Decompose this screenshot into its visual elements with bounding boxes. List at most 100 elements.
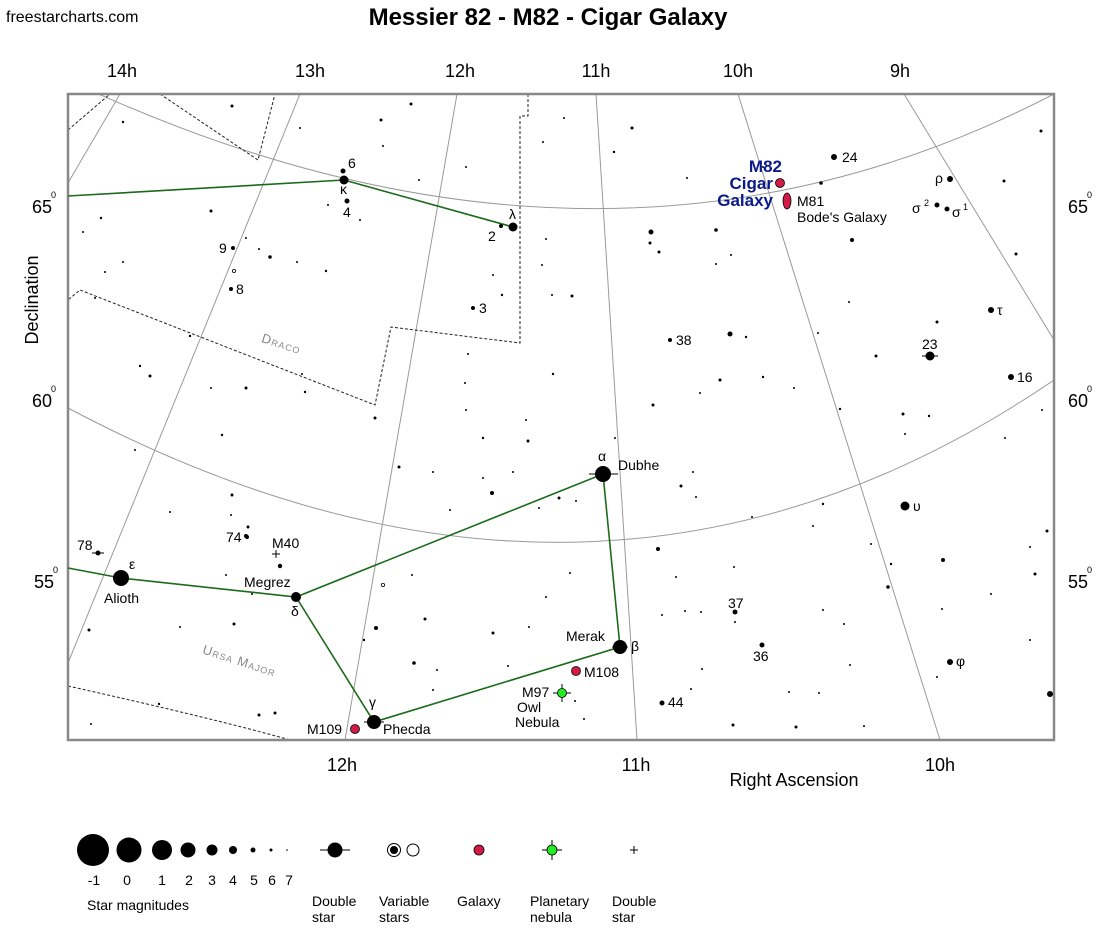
ra-bottom-labels: 12h 11h 10h <box>327 755 955 775</box>
double-star-m40-marker <box>272 550 280 558</box>
deep-sky-objects <box>272 178 792 734</box>
ra-top-14h: 14h <box>107 61 137 81</box>
ra-top-12h: 12h <box>445 61 475 81</box>
dec-right-65: 65 <box>1068 197 1088 217</box>
star-16 <box>1008 374 1014 380</box>
planetary-nebula-m97-marker <box>553 684 571 702</box>
star-megrez <box>291 592 301 602</box>
star-rho <box>947 176 953 182</box>
magnitude-values: -1 0 1 2 3 4 5 6 7 <box>88 872 293 888</box>
dec-left-65: 65 <box>32 197 52 217</box>
legend-double-star-symbol <box>320 842 350 858</box>
star-labels: 6 κ 4 λ 2 9 8 3 38 24 ρ σ 2 σ 1 τ 23 16 … <box>77 149 1033 737</box>
ra-top-11h: 11h <box>582 61 611 81</box>
star-2-draconis <box>499 224 503 228</box>
x-axis-label: Right Ascension <box>729 770 858 790</box>
star-9 <box>231 246 235 250</box>
mag-dot-0 <box>116 837 142 863</box>
label-m97: M97 <box>522 684 549 700</box>
star-4-draconis <box>344 198 350 204</box>
mag-dot-2 <box>180 842 196 858</box>
label-sigma1: σ <box>952 204 961 220</box>
coordinate-grid <box>68 94 1054 740</box>
label-2: 2 <box>488 228 496 244</box>
dec-left-labels: 65 0 60 0 55 0 <box>32 190 58 592</box>
dec-left-55: 55 <box>34 572 54 592</box>
label-sigma2-sup: 2 <box>924 198 929 208</box>
ra-line-14h <box>68 94 121 184</box>
label-78: 78 <box>77 537 93 553</box>
ra-top-10h: 10h <box>723 61 753 81</box>
mag-dot-3 <box>206 844 218 856</box>
galaxy-m109-marker <box>350 724 360 734</box>
deg-sup: 0 <box>51 190 56 200</box>
label-bodes-galaxy: Bode's Galaxy <box>797 209 887 225</box>
ra-bottom-11h: 11h <box>622 755 651 775</box>
label-38: 38 <box>676 332 692 348</box>
label-m81: M81 <box>797 193 824 209</box>
deg-sup: 0 <box>1087 565 1092 575</box>
legend: -1 0 1 2 3 4 5 6 7 Star magnitudes Doubl… <box>77 834 657 925</box>
star-37 <box>732 609 738 615</box>
svg-text:3: 3 <box>208 872 216 888</box>
ra-top-9h: 9h <box>890 61 910 81</box>
ra-line-12h <box>344 94 458 740</box>
star-8 <box>229 287 233 291</box>
label-nebula: Nebula <box>515 714 560 730</box>
site-name[interactable]: freestarcharts.com <box>6 9 139 26</box>
star-sigma2 <box>934 202 940 208</box>
star-24 <box>831 154 837 160</box>
dec-left-60: 60 <box>32 391 52 411</box>
dso-labels: M81 Bode's Galaxy M40 M108 M97 Owl Nebul… <box>272 193 887 737</box>
constellation-label-draco: Draco <box>260 330 303 357</box>
label-megrez: Megrez <box>244 574 291 590</box>
legend-galaxy-label: Galaxy <box>457 893 501 909</box>
label-merak: Merak <box>566 628 606 644</box>
galaxy-m82-marker <box>775 178 785 188</box>
ra-line-10h <box>737 94 941 740</box>
target-label-line3: Galaxy <box>717 191 773 210</box>
ra-top-labels: 14h 13h 12h 11h 10h 9h <box>107 61 910 81</box>
deg-sup: 0 <box>1087 190 1092 200</box>
ra-line-9h <box>903 94 1054 341</box>
ra-bottom-10h: 10h <box>925 755 955 775</box>
y-axis-label: Declination <box>22 255 42 344</box>
label-6: 6 <box>348 155 356 171</box>
label-9: 9 <box>219 240 227 256</box>
label-tau: τ <box>997 302 1003 318</box>
deg-sup: 0 <box>51 384 56 394</box>
field-stars <box>82 102 1053 729</box>
star-74 <box>244 534 248 538</box>
label-alioth: Alioth <box>104 590 139 606</box>
page-title: Messier 82 - M82 - Cigar Galaxy <box>368 4 728 31</box>
svg-text:2: 2 <box>185 872 193 888</box>
mag-dot-minus1 <box>77 834 109 866</box>
star-phi <box>947 659 953 665</box>
star-44 <box>659 700 665 706</box>
label-4: 4 <box>343 204 351 220</box>
galaxy-m81-marker <box>782 192 792 210</box>
label-phecda: Phecda <box>383 721 431 737</box>
legend-variable-line1: Variable <box>379 893 430 909</box>
mag-dot-4 <box>229 846 237 854</box>
variable-stars <box>231 268 385 588</box>
star-kappa-draconis <box>339 175 349 185</box>
label-23: 23 <box>922 336 938 352</box>
legend-double-star-plus-symbol <box>630 846 638 854</box>
mag-dot-7 <box>286 849 288 851</box>
svg-text:1: 1 <box>158 872 166 888</box>
legend-double-star2-line1: Double <box>612 893 657 909</box>
label-gamma: γ <box>369 694 376 710</box>
svg-text:4: 4 <box>229 872 237 888</box>
label-37: 37 <box>728 595 744 611</box>
label-3: 3 <box>479 300 487 316</box>
deg-sup: 0 <box>1087 384 1092 394</box>
label-dubhe: Dubhe <box>618 457 659 473</box>
label-phi: φ <box>956 653 965 669</box>
dec-right-labels: 65 0 60 0 55 0 <box>1068 190 1092 592</box>
legend-double-star2-line2: star <box>612 909 636 925</box>
draco-asterism <box>67 179 514 228</box>
label-kappa: κ <box>340 181 348 197</box>
svg-text:5: 5 <box>250 872 258 888</box>
svg-text:-1: -1 <box>88 872 101 888</box>
